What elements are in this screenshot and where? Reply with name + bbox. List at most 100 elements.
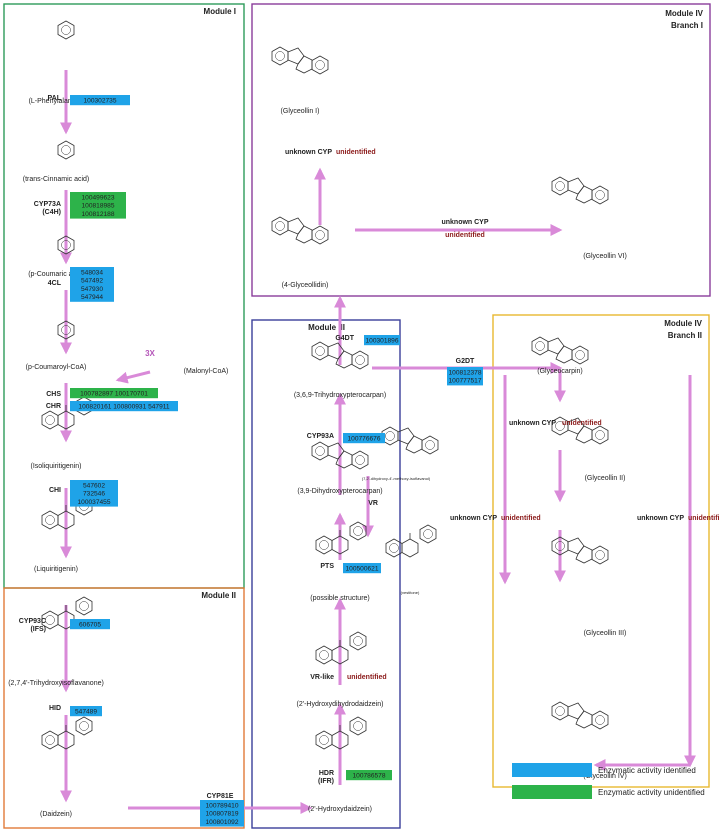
module-branch-m4b: Branch II (668, 331, 702, 340)
gene-box-chs: 100782897 100170701 (70, 388, 158, 399)
gene-box-bg (364, 335, 400, 346)
compound-label-gVI: (Glyceollin VI) (583, 253, 627, 260)
reaction-arrow (115, 370, 151, 384)
module-title-m3: Module III (308, 323, 345, 332)
unidentified-label: unidentified (501, 515, 541, 522)
enzyme-label-vr: VR (368, 500, 378, 507)
structure-gIV (552, 702, 608, 729)
legend-label: Enzymatic activity unidentified (598, 788, 705, 797)
gene-id: 606705 (79, 622, 101, 629)
enzyme-label-g4dt: G4DT (335, 335, 354, 342)
enzyme-label-g2dt: G2DT (456, 358, 475, 365)
gene-box-chr: 100820161 100800931 547911 (70, 401, 178, 412)
enzyme-label-ifs: CYP93C (19, 618, 46, 625)
gene-box-hid: 547489 (70, 706, 102, 717)
compound-label-vis: (7,2'-dihydroxy-4'-methoxy-isoflavanol) (362, 476, 431, 481)
compound-label-gI: (Glyceollin I) (281, 108, 320, 115)
legend-label: Enzymatic activity identified (598, 766, 696, 775)
module-box-m4a (251, 3, 711, 297)
compound-label-gcp: (Glyceocarpin) (537, 368, 583, 375)
enzyme-label-ucyp2: unknown CYP (441, 219, 488, 226)
structure-phe (57, 20, 75, 40)
compound-label-dai: (Daidzein) (40, 811, 72, 818)
gene-box-bg (70, 706, 102, 717)
gene-id: 100782897 100170701 (80, 391, 148, 398)
gene-id: 547944 (81, 294, 103, 301)
gene-id: 100777517 (448, 378, 481, 385)
compound-label-dhp: (3,9-Dihydroxypterocarpan) (297, 488, 382, 495)
gene-box-ifs: 606705 (70, 619, 110, 630)
gene-box-bg (70, 388, 158, 399)
gene-id: 100786578 (352, 773, 385, 780)
gene-id: 100776676 (347, 436, 380, 443)
compound-label-mal: (Malonyl-CoA) (184, 368, 229, 375)
gene-id: 548034 (81, 270, 103, 277)
compound-label-coa: (p-Coumaroyl-CoA) (26, 364, 87, 371)
enzyme-label-cyp81e: CYP81E (207, 793, 234, 800)
compound-label-poss: (possible structure) (310, 595, 370, 602)
structure-cin (57, 140, 75, 160)
gene-id: 100801092 (205, 819, 238, 826)
compound-label-gIV: (Glyceollin IV) (583, 773, 627, 780)
compound-label-iso: (Isoliquiritigenin) (31, 463, 82, 470)
gene-box-bg (70, 192, 126, 219)
legend-swatch-green (512, 785, 592, 799)
module-box-m3 (251, 319, 401, 829)
gene-box-g4dt: 100301896 (364, 335, 400, 346)
unidentified-label: unidentified (347, 674, 387, 681)
gene-box-pts: 100500621 (343, 563, 381, 574)
module-title-m4b: Module IV (664, 319, 702, 328)
gene-id: 547489 (75, 709, 97, 716)
gene-id: 100301896 (365, 338, 398, 345)
enzyme-label-c4h: CYP73A (34, 201, 61, 208)
gene-id: 100820161 100800931 547911 (78, 404, 170, 411)
structure-ves (386, 525, 436, 557)
gene-box-bg (343, 433, 385, 444)
gene-box-bg (70, 401, 178, 412)
structure-gI (272, 47, 328, 74)
enzyme-label-ucyp4: unknown CYP (450, 515, 497, 522)
compound-label-thp: (3,6,9-Trihydroxypterocarpan) (294, 392, 386, 399)
module-title-m1: Module I (204, 7, 236, 16)
enzyme-label-4cl: 4CL (48, 280, 62, 287)
gene-box-bg (343, 563, 381, 574)
enzyme-label-vrlike: VR-like (310, 674, 334, 681)
module-branch-m4a: Branch I (671, 21, 703, 30)
gene-id: 100500621 (345, 566, 378, 573)
gene-box-bg (70, 267, 114, 302)
gene-box-cyp93a: 100776676 (343, 433, 385, 444)
gene-id: 100807819 (205, 811, 238, 818)
gene-id: 100812188 (81, 211, 114, 218)
module-box-m4b (492, 314, 710, 788)
compound-label-gII: (Glyceollin II) (585, 475, 626, 482)
unidentified-label: unidentified (336, 149, 376, 156)
unidentified-label: unidentified (445, 232, 485, 239)
legend-swatch-blue (512, 763, 592, 777)
gene-box-hdr: 100786578 (346, 770, 392, 781)
gene-id: 100499623 (81, 195, 114, 202)
enzyme-label-ifs2: (IFS) (30, 626, 46, 633)
gene-box-pal: 100302735 (70, 95, 130, 106)
enzyme-label-pts: PTS (320, 563, 334, 570)
enzyme-label-hdr: HDR (319, 770, 334, 777)
gene-box-bg (70, 480, 118, 507)
module-box-m2 (3, 587, 245, 829)
structure-gcp (532, 337, 588, 364)
gene-id: 547602 (83, 483, 105, 490)
enzyme-label-c4h2: (C4H) (42, 209, 61, 216)
gene-id: 100789410 (205, 803, 238, 810)
gene-id: 100818985 (81, 203, 114, 210)
compound-label-hdai: (2'-Hydroxydaidzein) (308, 806, 372, 813)
gene-box-bg (70, 619, 110, 630)
gene-id: 100302735 (83, 98, 116, 105)
structure-gVI (552, 177, 608, 204)
gene-id: 100037455 (77, 499, 110, 506)
structure-vis (382, 427, 438, 454)
gene-box-bg (447, 367, 483, 386)
compound-label-hdh: (2'-Hydroxydihydrodaidzein) (297, 701, 384, 708)
unidentified-label: unidentified (688, 515, 719, 522)
compound-label-ves: (vestitone) (401, 590, 420, 595)
